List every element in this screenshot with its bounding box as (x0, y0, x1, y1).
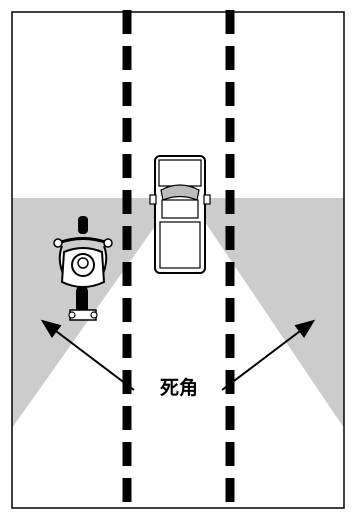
car-hood (158, 159, 202, 187)
motorcycle-tail-left (68, 311, 76, 319)
motorcycle-rear-wheel (76, 286, 88, 316)
motorcycle-mirror-left (53, 238, 63, 248)
car-mirror-left (149, 194, 157, 205)
rider-helmet-top (77, 257, 89, 269)
motorcycle-front-wheel (78, 216, 88, 234)
motorcycle-mirror-right (103, 238, 113, 248)
motorcycle (53, 216, 113, 321)
car (149, 155, 211, 274)
right-blind-zone (205, 198, 344, 428)
blind-spot-label: 死角 (160, 376, 198, 399)
label-background (150, 374, 208, 400)
right-arrow (221, 319, 316, 391)
car-mirror-right (203, 194, 211, 205)
left-arrow (40, 319, 135, 391)
car-bed (159, 221, 201, 269)
car-roof (161, 199, 199, 219)
diagram-frame (11, 11, 345, 509)
motorcycle-tail-right (90, 311, 98, 319)
